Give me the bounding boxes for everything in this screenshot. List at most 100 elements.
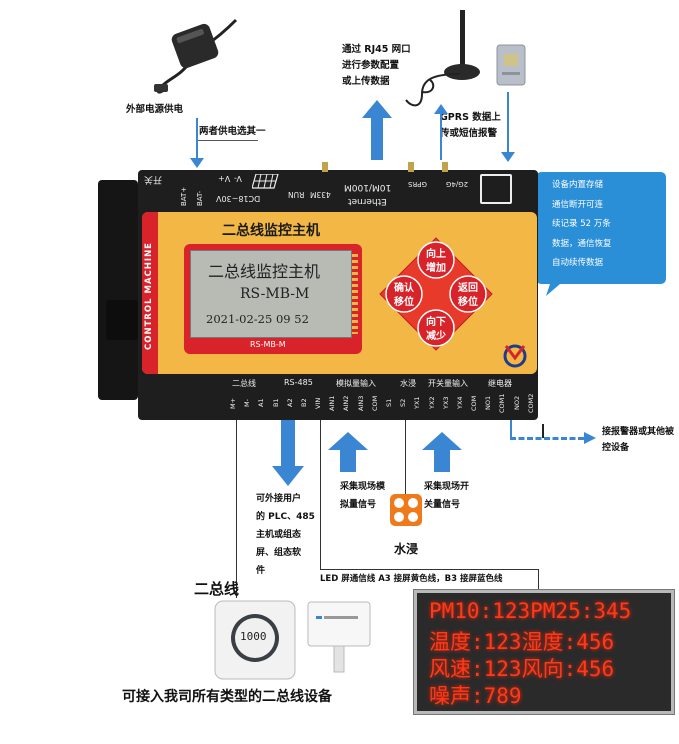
plc-text: 可外接用户 的 PLC、485 主机或组态 屏、组态软 件 bbox=[256, 494, 315, 576]
alarm-arrow-head bbox=[584, 432, 596, 444]
sim-card-icon bbox=[496, 44, 526, 86]
water-label: 水浸 bbox=[394, 542, 419, 556]
either-label: 两者供电选其一 bbox=[199, 126, 266, 137]
alarm-dash-line bbox=[510, 437, 584, 440]
up-button[interactable]: 向上增加 bbox=[426, 249, 446, 274]
terminal-s2: S2 bbox=[399, 398, 408, 408]
storage-bubble-text: 设备内置存储 通信断开可连 续记录 52 万条 数据，通信恢复 自动续传数据 bbox=[552, 180, 612, 268]
lcd-line1: 二总线监控主机 bbox=[208, 262, 321, 281]
eth-speed-label: 10M/100M bbox=[344, 182, 392, 192]
terminal-com1: COM1 bbox=[498, 393, 507, 413]
led-wire-vertical bbox=[320, 420, 321, 570]
antenna-stub-right bbox=[408, 162, 414, 172]
terminal-vin: VIN bbox=[314, 397, 323, 409]
terminal-com2: COM2 bbox=[526, 393, 535, 413]
rj45-text: 通过 RJ45 网口 进行参数配置 或上传数据 bbox=[342, 44, 411, 87]
either-line bbox=[198, 140, 258, 141]
power-adapter-icon bbox=[154, 18, 238, 94]
terminal-yx1: YX1 bbox=[413, 396, 422, 410]
top-port-strip: 开关 BAT+ BAT- V+ V- DC18~30V RUN 433M Eth… bbox=[138, 170, 538, 212]
analog-up-arrow bbox=[328, 432, 368, 472]
group-relay-label: 继电器 bbox=[488, 379, 512, 388]
usb-port-icon bbox=[480, 174, 512, 204]
terminal-m-: M- bbox=[243, 399, 252, 407]
mhz-label: 433M bbox=[310, 190, 331, 199]
alarm-switch-mark bbox=[542, 424, 544, 438]
down-button[interactable]: 向下减少 bbox=[426, 317, 446, 342]
terminal-m+: M+ bbox=[229, 397, 237, 409]
side-label: CONTROL MACHINE bbox=[144, 242, 154, 350]
gprs-antenna-icon bbox=[405, 10, 480, 107]
gprs-arrow-line bbox=[440, 110, 442, 160]
storage-bubble bbox=[524, 172, 666, 296]
bus-label: 二总线 bbox=[194, 580, 240, 598]
alarm-text: 接报警器或其他被 控设备 bbox=[602, 427, 675, 453]
group-rs485-label: RS-485 bbox=[284, 378, 313, 387]
terminal-yx4: YX4 bbox=[455, 396, 464, 410]
rj45-up-arrow bbox=[362, 100, 392, 160]
terminal-no1: NO1 bbox=[484, 395, 493, 411]
power-arrow-line bbox=[196, 118, 198, 162]
terminal-ain1: AIN1 bbox=[328, 395, 337, 411]
water-sensor-icon bbox=[390, 494, 422, 526]
v-plus-label: V+ bbox=[218, 174, 231, 183]
led-line-4: 噪声:789 bbox=[429, 684, 522, 708]
led-wire-horizontal bbox=[320, 569, 538, 570]
terminal-s1: S1 bbox=[385, 398, 393, 408]
bus-display-value: 1000 bbox=[240, 630, 267, 643]
led-wiring-text: LED 屏通信线 A3 接屏黄色线，B3 接屏蓝色线 bbox=[320, 574, 503, 584]
button-cluster bbox=[379, 237, 493, 351]
sms-arrow-head bbox=[501, 152, 515, 162]
panel-title: 二总线监控主机 bbox=[222, 223, 320, 239]
analog-text: 采集现场模 拟量信号 bbox=[340, 482, 386, 510]
lcd-line3: 2021-02-25 09 52 bbox=[206, 312, 309, 326]
dc-voltage-label: DC18~30V bbox=[216, 194, 261, 203]
lcd-screen: 二总线监控主机 RS-MB-M 2021-02-25 09 52 RS-MB-M bbox=[184, 244, 362, 354]
lcd-line2: RS-MB-M bbox=[240, 286, 310, 302]
solar-panel-icon bbox=[252, 174, 279, 189]
plc-down-arrow bbox=[272, 420, 304, 486]
brand-logo-icon bbox=[503, 344, 527, 368]
bus-wire-vertical bbox=[236, 420, 237, 598]
group-bus-label: 二总线 bbox=[232, 379, 256, 388]
terminal-a1: A1 bbox=[257, 398, 266, 408]
bus-sensor-device-icon bbox=[307, 601, 371, 673]
terminal-com: COM bbox=[370, 395, 379, 411]
led-line-1: PM10:123PM25:345 bbox=[429, 599, 632, 623]
antenna-stub-right2 bbox=[442, 162, 448, 172]
group-analog-label: 模拟量输入 bbox=[336, 379, 376, 388]
power-arrow-head bbox=[190, 158, 204, 168]
bus-devices-caption: 可接入我司所有类型的二总线设备 bbox=[122, 689, 332, 705]
ethernet-label: Ethernet bbox=[348, 196, 387, 206]
sms-arrow-line bbox=[507, 92, 509, 154]
run-label: RUN bbox=[288, 190, 305, 199]
water-wire bbox=[405, 420, 406, 494]
gprs-arrow-head bbox=[434, 104, 448, 114]
switch-port-label: 开关 bbox=[144, 174, 163, 184]
power-label: 外部电源供电 bbox=[126, 104, 184, 115]
back-button[interactable]: 返回移位 bbox=[458, 283, 478, 308]
terminal-com: COM bbox=[470, 395, 479, 411]
terminal-ain2: AIN2 bbox=[342, 395, 351, 411]
gprs-port-label: GPRS bbox=[408, 180, 427, 188]
g4-port-label: 2G/4G bbox=[446, 180, 469, 188]
bat-minus-label: BAT- bbox=[196, 190, 204, 206]
terminal-b1: B1 bbox=[271, 398, 280, 408]
alarm-connector bbox=[510, 420, 512, 438]
lcd-model: RS-MB-M bbox=[250, 340, 286, 349]
switch-text: 采集现场开 关量信号 bbox=[424, 482, 470, 510]
gprs-text: GPRS 数据上 传或短信报警 bbox=[440, 112, 501, 139]
confirm-button[interactable]: 确认移位 bbox=[394, 283, 414, 308]
led-line-3: 风速:123风向:456 bbox=[429, 657, 615, 681]
terminal-b2: B2 bbox=[299, 398, 308, 408]
terminal-a2: A2 bbox=[285, 398, 294, 408]
v-minus-label: V- bbox=[234, 174, 242, 183]
led-display: PM10:123PM25:345 温度:123湿度:456 风速:123风向:4… bbox=[414, 590, 674, 714]
terminal-no2: NO2 bbox=[512, 395, 521, 411]
bus-display-device-icon bbox=[214, 600, 296, 680]
led-line-2: 温度:123湿度:456 bbox=[429, 630, 615, 654]
terminal-yx2: YX2 bbox=[427, 396, 436, 410]
antenna-stub-left bbox=[322, 162, 328, 172]
bat-plus-label: BAT+ bbox=[180, 186, 188, 206]
